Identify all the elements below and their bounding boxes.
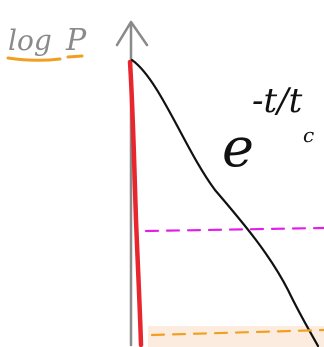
black-decay-curve <box>130 58 320 347</box>
orange-dashed-line <box>150 328 324 337</box>
axis-arrowhead-icon <box>115 20 149 47</box>
formula-exponent-subscript: c <box>303 123 314 147</box>
bottom-shaded-band <box>148 326 324 347</box>
axis-label-log: log <box>8 24 52 57</box>
axis-label-p: P <box>65 23 87 58</box>
formula-exponent: -t/t <box>252 81 303 121</box>
red-steep-curve <box>127 59 144 347</box>
formula-base: e <box>222 116 254 179</box>
axis-label-underline <box>6 54 84 62</box>
magenta-dashed-line <box>144 226 324 233</box>
